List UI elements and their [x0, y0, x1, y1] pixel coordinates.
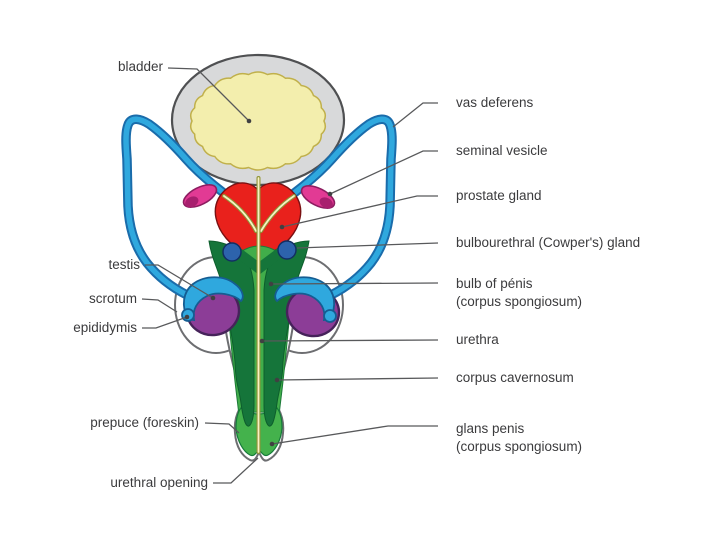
leader-corpus-cavernosum [276, 377, 439, 381]
label-testis: testis [108, 257, 140, 272]
leader-prepuce [204, 422, 240, 434]
label-urethra: urethra [456, 332, 499, 347]
label-glans-penis-line1: glans penis [456, 421, 525, 436]
leader-bulb-of-penis [270, 282, 439, 285]
label-seminal-vesicle: seminal vesicle [456, 143, 548, 158]
label-corpus-cavernosum: corpus cavernosum [456, 370, 574, 385]
seminal-vesicle-right-shape [300, 185, 336, 209]
dot-bladder [246, 118, 252, 124]
label-glans-penis-line2: (corpus spongiosum) [456, 439, 583, 454]
seminal-vesicle-left-shape [182, 184, 218, 208]
label-bulb-of-penis: bulb of pénis (corpus spongiosum) [456, 275, 582, 311]
epididymis-right-shape [274, 276, 336, 322]
label-vas-deferens: vas deferens [456, 95, 534, 110]
vas-deferens-right-core [268, 116, 395, 303]
leader-bulbourethral [296, 242, 439, 249]
label-glans-penis: glans penis (corpus spongiosum) [456, 420, 582, 456]
cowpers-gland-right-shape [277, 240, 297, 260]
ejaculatory-duct-right-core [260, 195, 295, 232]
dot-bulb-of-penis [268, 281, 274, 287]
ejaculatory-duct-left-core [223, 195, 257, 232]
leader-scrotum [141, 298, 178, 313]
leader-glans [271, 425, 438, 445]
bladder-lumen-shape [189, 71, 327, 171]
dot-corpus-cavernosum [274, 377, 280, 383]
epididymis-right-tail [323, 309, 337, 323]
dot-epididymis [184, 314, 190, 320]
leader-lines [141, 67, 439, 484]
label-urethral-opening: urethral opening [110, 475, 208, 490]
label-scrotum: scrotum [88, 291, 137, 306]
leader-vas-deferens [392, 102, 438, 128]
dot-testis [210, 295, 216, 301]
label-bulb-of-penis-line1: bulb of pénis [456, 276, 533, 291]
leader-prostate [281, 195, 438, 228]
cowpers-gland-left-shape [222, 242, 242, 262]
leader-epididymis [142, 316, 188, 329]
label-bulb-of-penis-line2: (corpus spongiosum) [456, 294, 583, 309]
label-prostate-gland: prostate gland [456, 188, 542, 203]
dot-glans [269, 441, 275, 447]
cavernosum-chevron-shape [228, 244, 290, 275]
leader-urethra [261, 339, 439, 342]
label-bulbourethral: bulbourethral (Cowper's) gland [456, 235, 641, 250]
label-prepuce: prepuce (foreskin) [90, 415, 199, 430]
vas-deferens-left-core [123, 116, 250, 303]
dot-seminal-vesicle [327, 191, 333, 197]
label-epididymis: epididymis [73, 320, 137, 335]
dot-prostate [279, 224, 285, 230]
leader-testis [145, 264, 214, 299]
dot-urethra [259, 338, 265, 344]
leader-seminal-vesicle [329, 150, 438, 195]
label-bladder: bladder [117, 59, 163, 74]
leader-urethral-opening [213, 457, 259, 484]
leader-bladder [167, 67, 250, 122]
